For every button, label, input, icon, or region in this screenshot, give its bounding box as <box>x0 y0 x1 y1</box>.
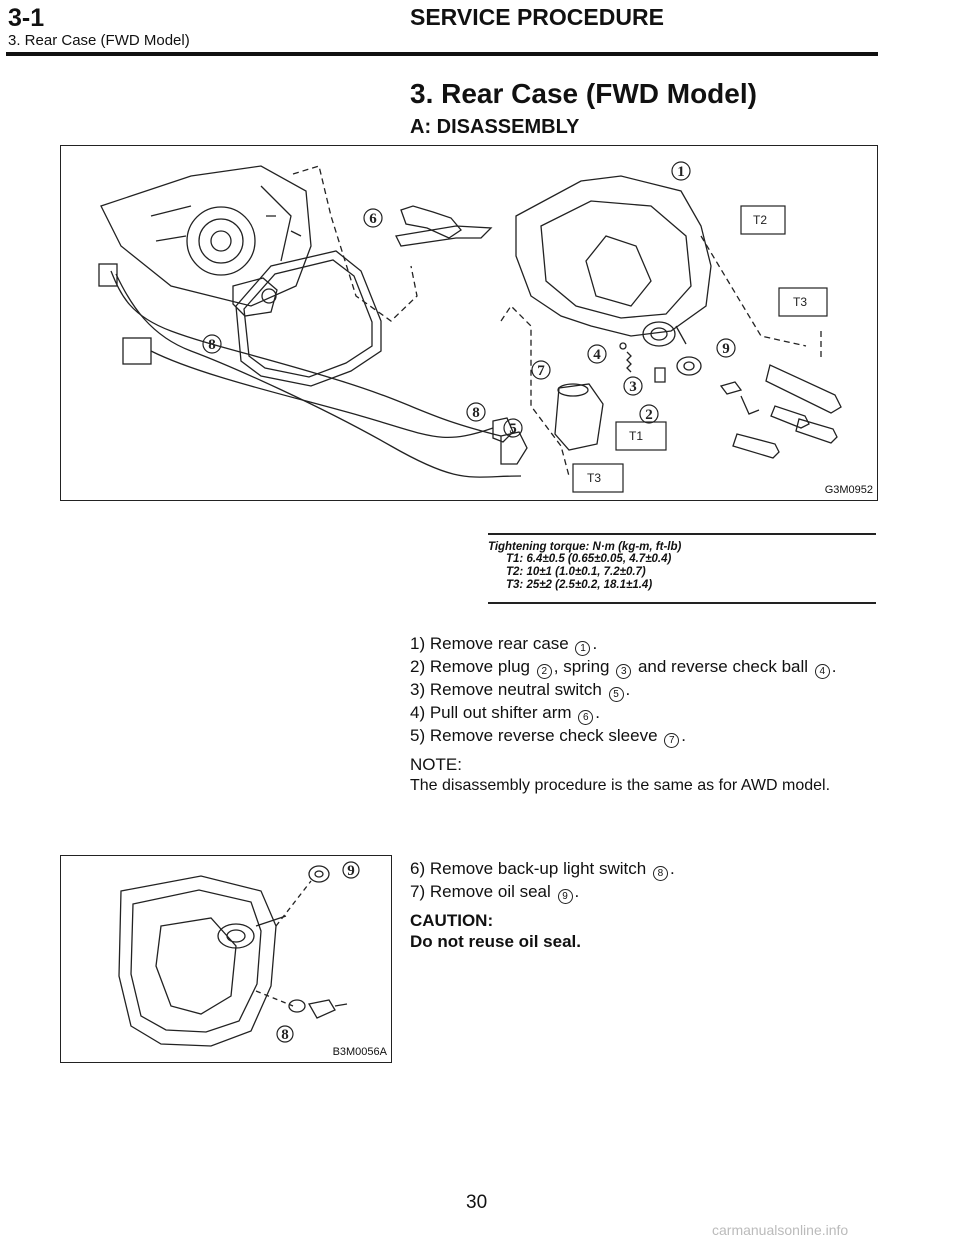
part-number-badge: 3 <box>616 664 632 679</box>
callout-5: 5 <box>509 421 517 437</box>
step-text: . <box>681 726 687 745</box>
step-text: . <box>831 657 837 676</box>
torque-specification: Tightening torque: N·m (kg-m, ft-lb) T1:… <box>488 533 876 604</box>
section-title: SERVICE PROCEDURE <box>410 4 664 30</box>
step-text: . <box>595 703 601 722</box>
step-text: , spring <box>553 657 610 676</box>
callout-2: 2 <box>645 407 653 423</box>
exploded-diagram-drawing: T2 T3 T1 T3 1 2 3 4 5 6 7 8 8 <box>98 161 842 493</box>
step-text: 1) Remove rear case <box>410 634 569 653</box>
callout-1: 1 <box>677 164 685 180</box>
torque-row-t2: T2: 10±1 (1.0±0.1, 7.2±0.7) <box>506 566 646 578</box>
callout-3: 3 <box>629 379 637 395</box>
callout-8-upper: 8 <box>208 337 216 353</box>
step-text: 5) Remove reverse check sleeve <box>410 726 658 745</box>
note-label: NOTE: <box>410 755 462 774</box>
part-number-badge: 8 <box>652 866 668 881</box>
callout-9: 9 <box>722 341 730 357</box>
section-code: 3-1 <box>8 4 45 32</box>
part-number-badge: 9 <box>557 889 573 904</box>
callout-6: 6 <box>369 211 377 227</box>
figure-id: B3M0056A <box>332 1046 387 1058</box>
torque-row-t3: T3: 25±2 (2.5±0.2, 18.1±1.4) <box>506 579 653 591</box>
step-text: 6) Remove back-up light switch <box>410 859 647 878</box>
callout-8-lower: 8 <box>472 405 480 421</box>
callout-4: 4 <box>593 347 601 363</box>
part-number-badge: 7 <box>664 733 680 748</box>
watermark: carmanualsonline.info <box>712 1222 849 1238</box>
torque-tag-t3-upper: T3 <box>793 295 807 309</box>
step-item: 3) Remove neutral switch 5. <box>410 679 880 702</box>
step-text: 4) Pull out shifter arm <box>410 703 572 722</box>
step-item: 1) Remove rear case 1. <box>410 633 880 656</box>
page-number: 30 <box>466 1192 488 1213</box>
torque-heading: Tightening torque: N·m (kg-m, ft-lb) <box>488 541 682 553</box>
section-subtitle: 3. Rear Case (FWD Model) <box>8 32 190 49</box>
torque-tag-t2: T2 <box>753 213 767 227</box>
step-text: . <box>625 680 631 699</box>
disassembly-steps-continued: 6) Remove back-up light switch 8. 7) Rem… <box>410 858 880 952</box>
part-number-badge: 4 <box>814 664 830 679</box>
step-item: 6) Remove back-up light switch 8. <box>410 858 880 881</box>
header-rule <box>6 52 878 56</box>
step-text: 7) Remove oil seal <box>410 882 551 901</box>
caution-text: Do not reuse oil seal. <box>410 932 581 951</box>
step-text: 3) Remove neutral switch <box>410 680 602 699</box>
part-number-badge: 6 <box>578 710 594 725</box>
torque-row-t1: T1: 6.4±0.5 (0.65±0.05, 4.7±0.4) <box>506 553 672 565</box>
note-text: The disassembly procedure is the same as… <box>410 777 831 794</box>
disassembly-steps: 1) Remove rear case 1. 2) Remove plug 2,… <box>410 633 880 796</box>
step-item: 7) Remove oil seal 9. <box>410 881 880 904</box>
torque-tag-t1: T1 <box>629 429 643 443</box>
step-text: . <box>669 859 675 878</box>
page-subtitle: A: DISASSEMBLY <box>410 116 580 138</box>
rear-case-diagram: 9 8 B3M0056A <box>60 855 392 1063</box>
step-text: 2) Remove plug <box>410 657 531 676</box>
exploded-diagram: T2 T3 T1 T3 1 2 3 4 5 6 7 8 8 <box>60 145 878 501</box>
callout-7: 7 <box>537 363 545 379</box>
callout-9: 9 <box>347 863 355 879</box>
step-text: . <box>574 882 580 901</box>
torque-tag-t3-lower: T3 <box>587 471 601 485</box>
part-number-badge: 5 <box>608 687 624 702</box>
step-item: 2) Remove plug 2, spring 3 and reverse c… <box>410 656 880 679</box>
step-item: 5) Remove reverse check sleeve 7. <box>410 725 880 748</box>
step-item: 4) Pull out shifter arm 6. <box>410 702 880 725</box>
step-text: . <box>592 634 598 653</box>
part-number-badge: 1 <box>575 641 591 656</box>
figure-id: G3M0952 <box>824 484 873 496</box>
caution-label: CAUTION: <box>410 911 494 930</box>
callout-8: 8 <box>281 1027 289 1043</box>
page-title: 3. Rear Case (FWD Model) <box>410 78 757 109</box>
rear-case-drawing: 9 8 <box>118 861 360 1047</box>
part-number-badge: 2 <box>536 664 552 679</box>
step-text: and reverse check ball <box>637 657 809 676</box>
